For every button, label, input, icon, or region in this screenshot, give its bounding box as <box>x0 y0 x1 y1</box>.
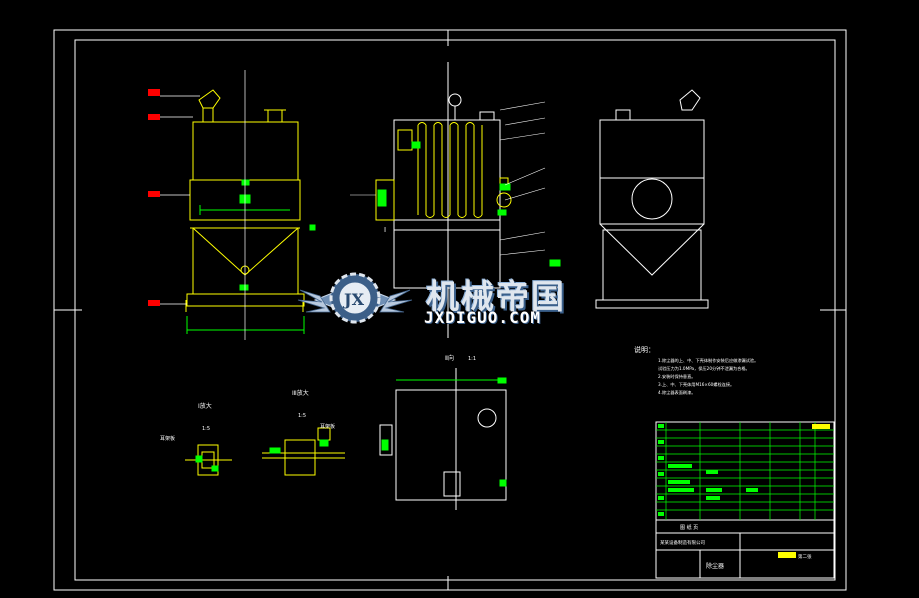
title-block-drawing-name: 除尘器 <box>706 562 724 570</box>
title-block-highlight <box>812 424 830 429</box>
title-block-section-header: 图 纸 页 <box>680 524 698 531</box>
note-line-1: 1.除尘器的上、中、下壳体制作安装后应做渗漏试验。 <box>658 357 758 364</box>
watermark-logo-letters: JX <box>342 290 365 309</box>
detail-two-scale: 1:5 <box>298 413 306 419</box>
plan-view-scale: 1:1 <box>468 356 476 362</box>
detail-two-dims <box>269 439 329 454</box>
detail-one <box>185 444 232 476</box>
title-block-highlight-2 <box>778 552 796 558</box>
detail-one-dims <box>195 455 219 472</box>
detail-two-title: ⅠⅡ放大 <box>292 389 309 397</box>
notes-title: 说明： <box>634 345 655 354</box>
section-view-leaders <box>350 101 546 256</box>
plan-view-title: Ⅱ向 <box>445 354 454 362</box>
note-line-2: 试验压力为1.0MPa，保压20分钟不泄漏为合格。 <box>658 365 750 372</box>
title-block <box>655 421 835 579</box>
section-view-dims <box>377 141 561 267</box>
front-view-left-dims <box>186 179 316 334</box>
section-view-coil <box>375 122 512 221</box>
detail-two-tag: 耳架板 <box>320 423 335 430</box>
note-line-4: 3.上、中、下壳体用M16×60螺栓连接。 <box>658 381 734 388</box>
title-block-company: 某某设备制造有限公司 <box>660 539 705 546</box>
title-block-fills <box>658 424 758 516</box>
detail-one-tag: 耳架板 <box>160 435 175 442</box>
note-line-3: 2.安装时保持垂直。 <box>658 373 696 380</box>
title-block-sheet-label: 第二张 <box>798 553 812 560</box>
watermark-chinese: 机械帝国 <box>426 277 566 316</box>
front-view-left-leaders <box>160 70 246 340</box>
front-view-left-labels <box>148 89 160 306</box>
side-view-right <box>595 89 709 309</box>
title-block-grid <box>656 422 834 520</box>
section-view-center <box>393 62 501 338</box>
detail-one-scale: 1:5 <box>202 426 210 432</box>
detail-one-title: Ⅰ放大 <box>198 402 212 410</box>
plan-view-bottom <box>379 368 507 510</box>
drawing-frame <box>53 29 847 591</box>
note-line-5: 4.除尘器表面刷漆。 <box>658 389 696 396</box>
watermark-logo: JX <box>297 272 413 324</box>
section-label-main: Ⅰ <box>384 226 386 234</box>
watermark-english: JXDIGUO.COM <box>424 308 541 327</box>
plan-view-dims <box>381 377 507 487</box>
